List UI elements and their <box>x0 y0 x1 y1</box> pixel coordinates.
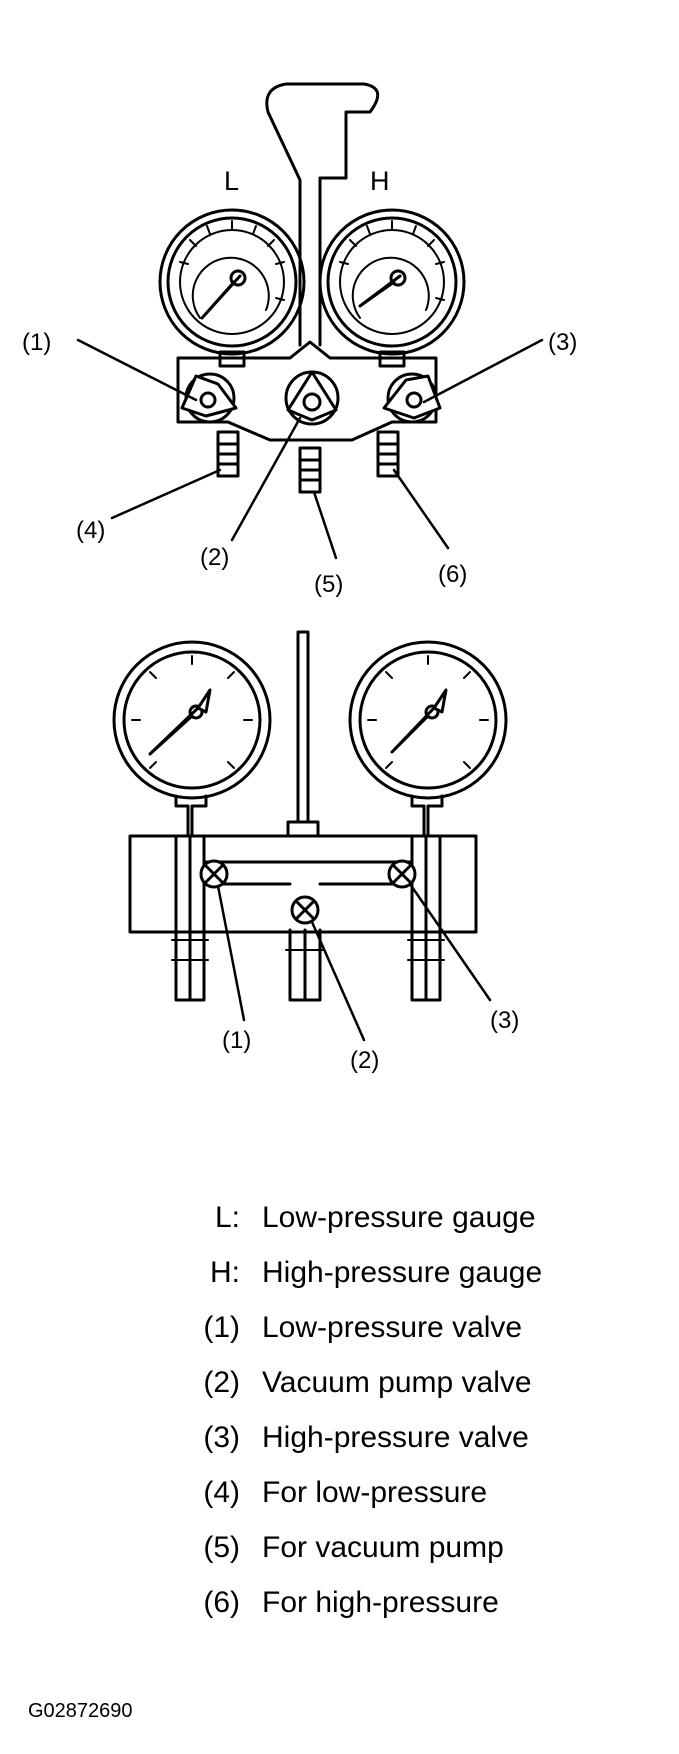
valve-knob-left <box>180 372 238 424</box>
legend-text: For vacuum pump <box>262 1530 504 1564</box>
legend-key: (5) <box>203 1530 240 1564</box>
legend-row: (2) Vacuum pump valve <box>160 1355 660 1410</box>
high-pressure-gauge-top <box>318 208 466 368</box>
valve-symbol-3 <box>387 859 417 889</box>
valve-symbol-1 <box>199 859 229 889</box>
legend-key: (6) <box>203 1585 240 1619</box>
hanger-hook <box>265 82 380 347</box>
legend: L: Low-pressure gauge H: High-pressure g… <box>160 1190 660 1630</box>
legend-row: H: High-pressure gauge <box>160 1245 660 1300</box>
callout-top-5: (5) <box>314 571 343 598</box>
legend-row: (4) For low-pressure <box>160 1465 660 1520</box>
legend-key: (4) <box>203 1475 240 1509</box>
callout-bottom-3: (3) <box>490 1007 519 1034</box>
fitting-center <box>298 446 322 494</box>
hanger-stem-bottom <box>296 630 310 824</box>
legend-row: (3) High-pressure valve <box>160 1410 660 1465</box>
legend-text: Vacuum pump valve <box>262 1365 532 1399</box>
legend-key: (1) <box>203 1310 240 1344</box>
legend-row: (5) For vacuum pump <box>160 1520 660 1575</box>
callout-bottom-2: (2) <box>350 1047 379 1074</box>
legend-text: Low-pressure valve <box>262 1310 523 1344</box>
legend-row: (1) Low-pressure valve <box>160 1300 660 1355</box>
low-pressure-gauge-top <box>158 208 306 368</box>
legend-text: Low-pressure gauge <box>262 1200 536 1234</box>
legend-row: L: Low-pressure gauge <box>160 1190 660 1245</box>
figure-id: G02872690 <box>28 1700 133 1722</box>
callout-top-3: (3) <box>548 329 577 356</box>
legend-key: H: <box>210 1255 240 1289</box>
legend-text: For high-pressure <box>262 1585 499 1619</box>
callout-bottom-1: (1) <box>222 1027 251 1054</box>
label-gauge-high: H <box>370 166 390 196</box>
callout-top-4: (4) <box>76 517 105 544</box>
callout-top-1: (1) <box>22 329 51 356</box>
valve-knob-center <box>284 370 340 426</box>
legend-key: (3) <box>203 1420 240 1454</box>
low-pressure-gauge-bottom <box>112 640 272 1002</box>
legend-text: High-pressure gauge <box>262 1255 543 1289</box>
valve-symbol-2 <box>290 895 320 925</box>
legend-text: For low-pressure <box>262 1475 488 1509</box>
legend-key: L: <box>214 1200 240 1234</box>
manifold-block-bottom <box>128 834 478 934</box>
manifold-gauge-diagram: L H (1) (3) (4) (2) (5) (6) (1) (2) (3) <box>22 82 577 1074</box>
high-pressure-gauge-bottom <box>348 640 508 1002</box>
legend-key: (2) <box>203 1365 240 1399</box>
callout-top-2: (2) <box>200 544 229 571</box>
fitting-left <box>216 430 240 478</box>
legend-row: (6) For high-pressure <box>160 1575 660 1630</box>
valve-knob-right <box>382 372 442 424</box>
callout-top-6: (6) <box>438 561 467 588</box>
legend-text: High-pressure valve <box>262 1420 529 1454</box>
fitting-right <box>376 430 400 478</box>
label-gauge-low: L <box>224 166 239 196</box>
